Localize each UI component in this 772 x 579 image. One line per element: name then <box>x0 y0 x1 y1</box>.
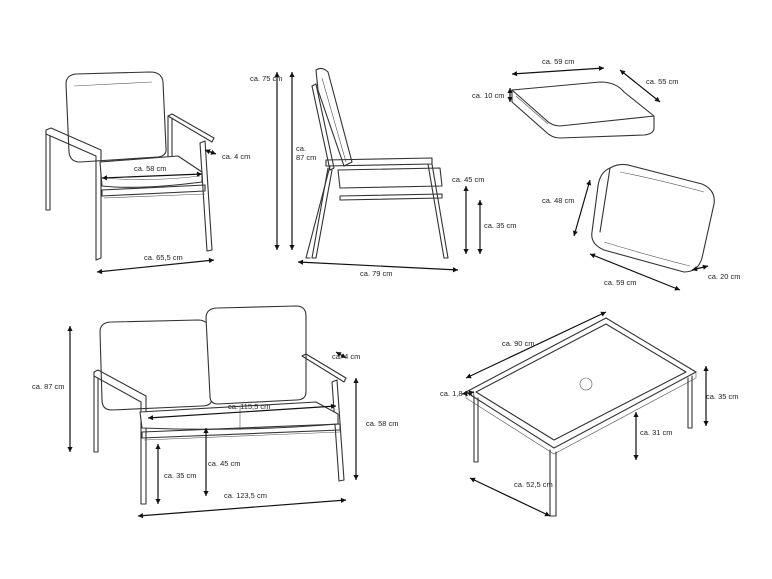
table-depth-dim <box>469 477 551 517</box>
armchair-back-height-label-line2: 87 cm <box>296 153 316 162</box>
armchair-total-height-label: ca. 75 cm <box>250 74 283 83</box>
armchair-front-labels: ca. 58 cm ca. 4 cm ca. 65,5 cm <box>134 152 250 262</box>
back-cushion-height-label: ca. 48 cm <box>542 196 575 205</box>
sofa-armrest-height-dim <box>353 378 359 480</box>
seat-cushion-thickness-dim <box>507 88 513 102</box>
sofa-total-height-label: ca. 87 cm <box>32 382 65 391</box>
armchair-front-view <box>45 71 215 261</box>
seat-cushion-depth-dim <box>619 69 661 103</box>
armchair-depth-dim <box>297 259 459 273</box>
armchair-seat-width-label: ca. 58 cm <box>134 164 167 173</box>
seat-cushion-labels: ca. 59 cm ca. 55 cm ca. 10 cm <box>472 57 679 100</box>
seat-cushion-width-dim <box>511 65 605 77</box>
table-labels: ca. 90 cm ca. 1,8 cm ca. 35 cm ca. 31 cm… <box>440 339 739 489</box>
armchair-total-height-dim <box>274 72 280 250</box>
armchair-side-view <box>305 67 449 259</box>
coffee-table <box>465 317 697 517</box>
back-cushion-thickness-dim <box>691 264 709 272</box>
armchair-total-width-dim <box>96 257 215 275</box>
table-depth-label: ca. 52,5 cm <box>514 480 553 489</box>
sofa-arm-width-label: ca. 4 cm <box>332 352 360 361</box>
armchair-back-height-dim <box>289 72 295 250</box>
sofa-arm-width-dim <box>335 351 347 359</box>
sofa <box>93 305 347 505</box>
table-inner-height-dim <box>633 412 639 460</box>
back-cushion-thickness-label: ca. 20 cm <box>708 272 741 281</box>
seat-cushion-width-label: ca. 59 cm <box>542 57 575 66</box>
dimension-lines <box>67 65 709 519</box>
back-cushion-height-dim <box>572 179 592 237</box>
table-frame-width-label: ca. 1,8 cm <box>440 389 475 398</box>
armchair-seat-width-dim <box>101 171 203 181</box>
armchair-seat-height-dim <box>477 200 483 254</box>
back-cushion <box>591 163 715 273</box>
armchair-side-labels: ca. 75 cm ca. 87 cm ca. 45 cm ca. 35 cm … <box>250 74 517 278</box>
seat-cushion <box>511 81 655 139</box>
sofa-armrest-height-label: ca. 58 cm <box>366 419 399 428</box>
armchair-arm-width-label: ca. 4 cm <box>222 152 250 161</box>
table-inner-height-label: ca. 31 cm <box>640 428 673 437</box>
sofa-total-width-label: ca. 123,5 cm <box>224 491 267 500</box>
armchair-armrest-height-label: ca. 45 cm <box>452 175 485 184</box>
armchair-back-height-label-line1: ca. <box>296 144 306 153</box>
back-cushion-labels: ca. 48 cm ca. 59 cm ca. 20 cm <box>542 196 741 287</box>
sofa-seat-frame-height-label: ca. 35 cm <box>164 471 197 480</box>
sofa-seat-height-label: ca. 45 cm <box>208 459 241 468</box>
table-height-dim <box>703 366 709 426</box>
sofa-seat-width-dim <box>147 403 337 421</box>
sofa-seat-height-dim <box>203 428 209 496</box>
table-height-label: ca. 35 cm <box>706 392 739 401</box>
table-frame-width-dim <box>461 390 475 396</box>
back-cushion-width-dim <box>589 253 681 291</box>
sofa-total-width-dim <box>137 497 347 519</box>
armchair-armrest-height-dim <box>463 186 469 254</box>
back-cushion-width-label: ca. 59 cm <box>604 278 637 287</box>
sofa-seat-width-label: ca. 115,5 cm <box>228 402 270 411</box>
sofa-labels: ca. 87 cm ca. 4 cm ca. 115,5 cm ca. 58 c… <box>32 352 399 500</box>
armchair-depth-label: ca. 79 cm <box>360 269 393 278</box>
sofa-seat-frame-height-dim <box>155 444 161 504</box>
seat-cushion-depth-label: ca. 55 cm <box>646 77 679 86</box>
table-length-dim <box>465 311 607 379</box>
armchair-total-width-label: ca. 65,5 cm <box>144 253 183 262</box>
armchair-arm-width-dim <box>204 149 217 155</box>
seat-cushion-thickness-label: ca. 10 cm <box>472 91 505 100</box>
table-length-label: ca. 90 cm <box>502 339 535 348</box>
armchair-seat-height-label: ca. 35 cm <box>484 221 517 230</box>
sofa-total-height-dim <box>67 326 73 452</box>
